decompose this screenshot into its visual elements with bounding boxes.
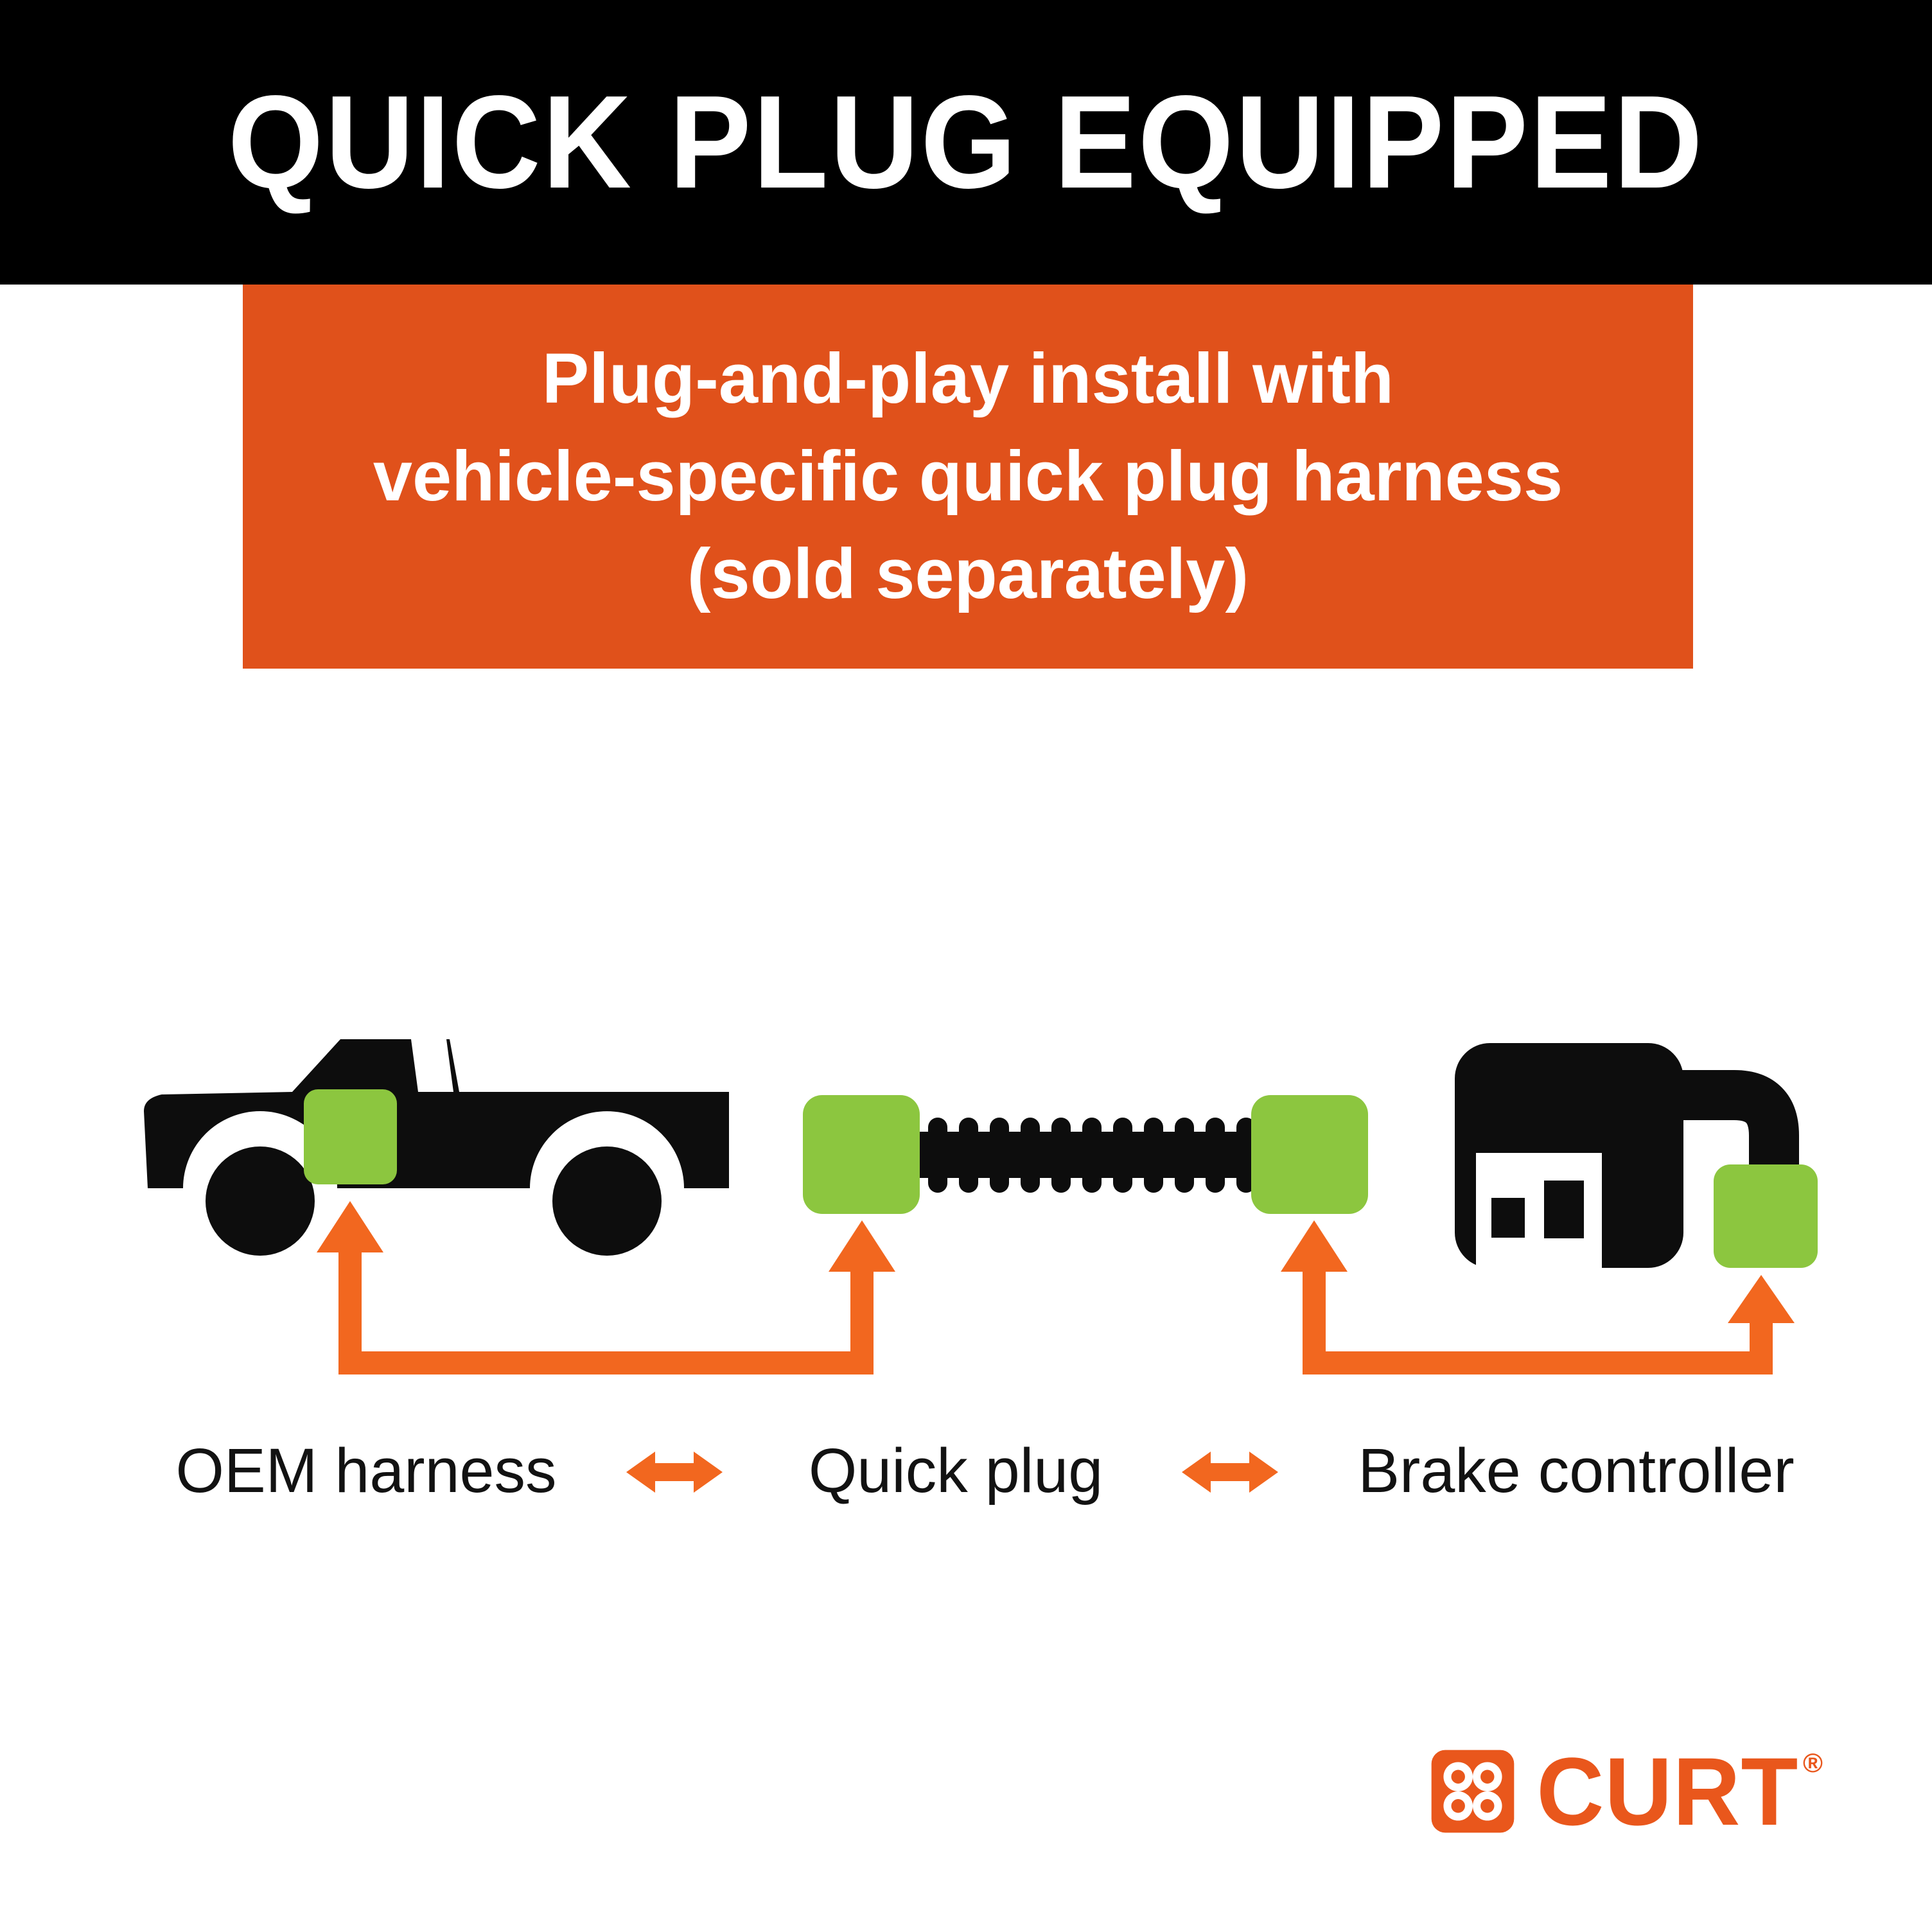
harness-link-line-right (1303, 1351, 1773, 1374)
callout-line-1: Plug-and-play install with (541, 339, 1394, 418)
callout-line-2: vehicle-specific quick plug harness (373, 437, 1563, 516)
registered-mark: ® (1803, 1748, 1823, 1778)
brake-controller-arrow-icon (1728, 1275, 1795, 1374)
quick-plug-cable (912, 1118, 1256, 1193)
brake-controller-connector (1714, 1164, 1818, 1268)
quick-plug-left-arrow-icon (829, 1220, 895, 1374)
label-quick-plug: Quick plug (808, 1436, 1103, 1506)
curt-logo-icon (1432, 1750, 1515, 1833)
harness-link-line-left (338, 1351, 874, 1374)
callout-line-3: (sold separately) (687, 534, 1249, 613)
truck-icon (144, 1039, 729, 1256)
curt-wordmark: CURT (1536, 1737, 1799, 1845)
label-oem-harness: OEM harness (175, 1436, 557, 1506)
oem-arrow-icon (317, 1201, 383, 1374)
oem-connector (304, 1089, 397, 1184)
label-brake-controller: Brake controller (1358, 1436, 1795, 1506)
title-banner: QUICK PLUG EQUIPPED (0, 0, 1932, 285)
wiring-diagram (144, 1039, 1818, 1374)
page-title: QUICK PLUG EQUIPPED (227, 68, 1705, 216)
double-arrow-icon (626, 1452, 723, 1493)
double-arrow-icon (1182, 1452, 1278, 1493)
brake-controller-icon (1455, 1043, 1799, 1268)
quick-plug-right-connector (1251, 1095, 1368, 1214)
quick-plug-left-connector (803, 1095, 920, 1214)
curt-logo: CURT ® (1430, 1737, 1823, 1845)
callout-box: Plug-and-play install with vehicle-speci… (243, 285, 1693, 669)
